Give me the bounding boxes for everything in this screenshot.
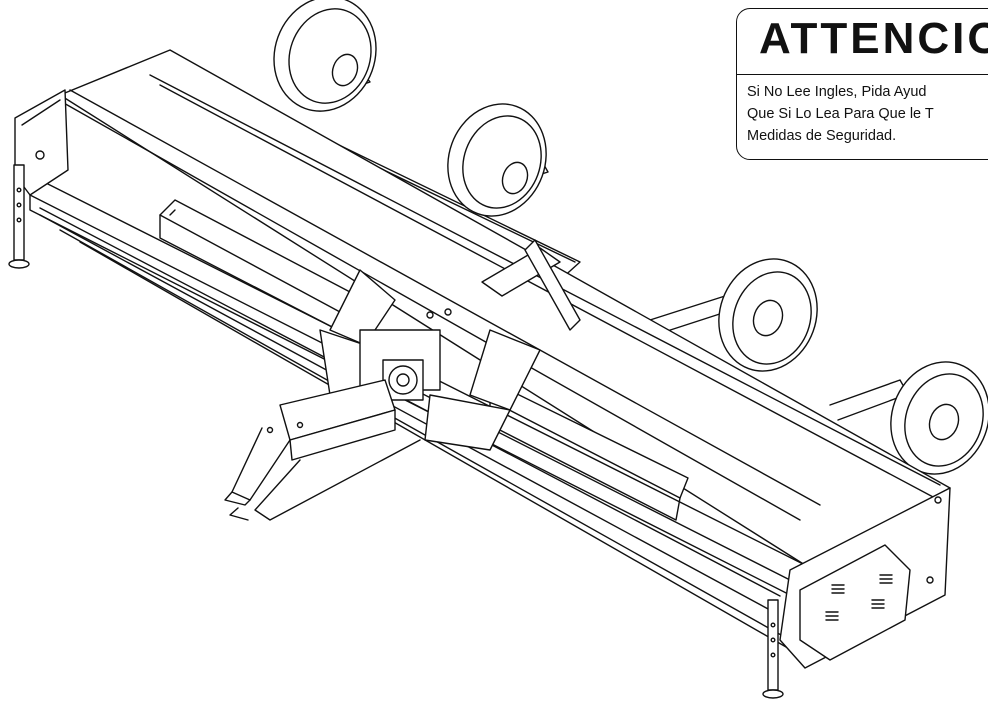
right-end-plate xyxy=(779,487,951,669)
wheel-1 xyxy=(273,0,377,112)
notice-divider xyxy=(737,74,988,75)
notice-line-3: Medidas de Seguridad. xyxy=(747,128,897,144)
wheel-3 xyxy=(718,258,818,372)
notice-line-1: Si No Lee Ingles, Pida Ayud xyxy=(747,84,927,100)
safety-notice-box: ATTENCIO Si No Lee Ingles, Pida Ayud Que… xyxy=(736,8,988,160)
stand-right xyxy=(762,599,784,699)
notice-line-2: Que Si Lo Lea Para Que le T xyxy=(747,106,934,122)
center-frame xyxy=(224,239,581,521)
gearbox-vent-marks xyxy=(825,574,893,621)
stand-left xyxy=(8,164,30,269)
wheel-2 xyxy=(447,103,547,217)
notice-title: ATTENCIO xyxy=(759,14,988,63)
